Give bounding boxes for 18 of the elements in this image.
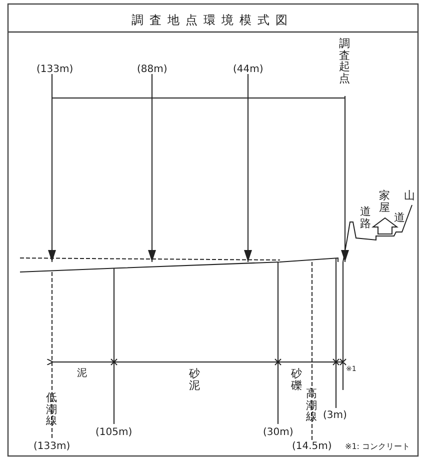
house-label: 家屋: [379, 190, 390, 214]
distance-label: (30m): [263, 427, 294, 438]
distance-label: (88m): [137, 64, 168, 75]
zone-label: 砂礫: [291, 368, 302, 392]
distance-label: (3m): [323, 410, 347, 421]
distance-label: (105m): [96, 427, 132, 438]
diagram-title: 調査地点環境模式図: [130, 12, 294, 29]
road-label: 道路: [360, 206, 371, 230]
distance-label: (44m): [233, 64, 264, 75]
distance-label: (133m): [36, 64, 74, 75]
distance-label: (133m): [34, 441, 70, 452]
zone-label: 泥: [77, 368, 87, 379]
road-label: 道: [394, 212, 405, 224]
zone-label: 砂泥: [189, 368, 200, 392]
distance-label: (14.5m): [292, 441, 332, 452]
mountain-label: 山: [404, 190, 415, 202]
survey-start-label: 調査起点: [339, 38, 350, 84]
footnote: ※1: コンクリート: [345, 443, 410, 452]
